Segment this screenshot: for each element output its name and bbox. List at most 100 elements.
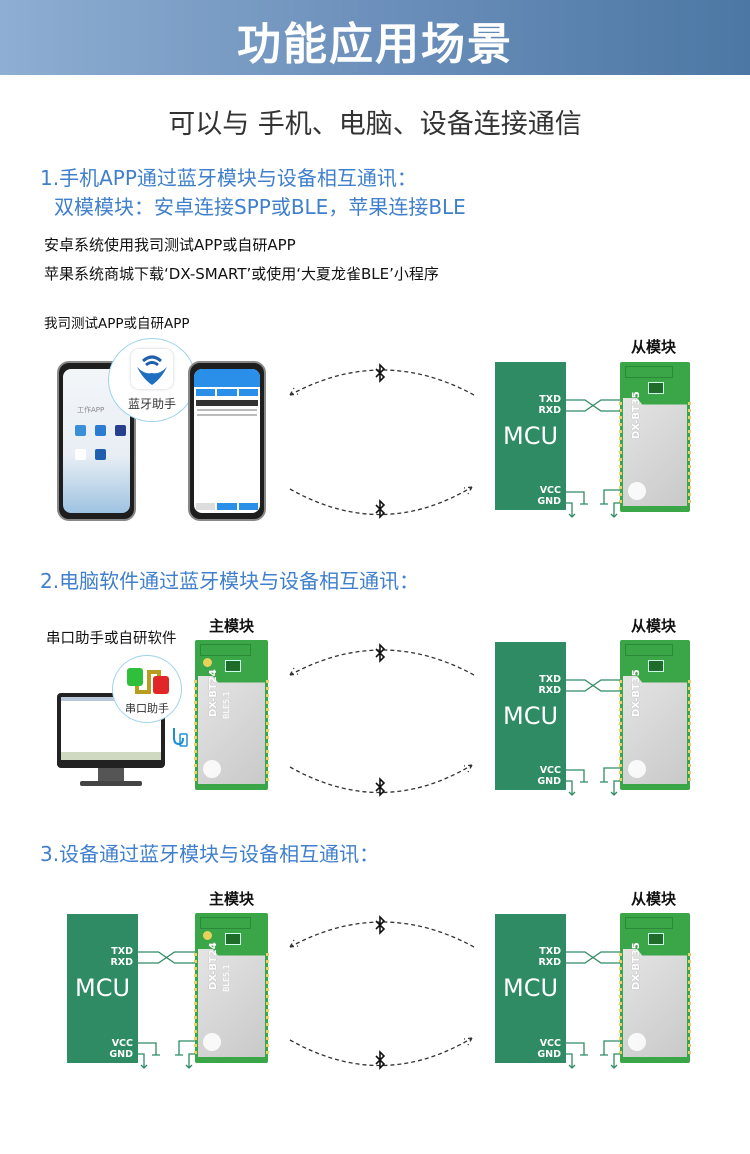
- module-model-label: DX-BT35: [631, 942, 642, 990]
- module-logo-icon: [203, 1033, 221, 1051]
- vcc-wire: [566, 491, 588, 505]
- slave-module: DX-BT35: [619, 913, 691, 1063]
- rxd-pin-label: RXD: [538, 957, 561, 968]
- page-title: 功能应用场景: [237, 19, 513, 70]
- txd-pin-label: TXD: [111, 946, 133, 957]
- mcu-label: MCU: [502, 702, 559, 730]
- bluetooth-icon: [375, 499, 386, 519]
- slave-module-label: 从模块: [631, 338, 677, 356]
- app-bubble-label: 串口助手: [125, 702, 169, 715]
- gnd-pin-label: GND: [537, 1049, 561, 1060]
- bluetooth-link-arc: [289, 649, 475, 676]
- mcu-label: MCU: [74, 974, 131, 1002]
- module-vcc-wire: [600, 1040, 620, 1056]
- pc-base: [80, 781, 142, 786]
- rxd-pin-label: RXD: [538, 685, 561, 696]
- app-bubble-label: 蓝牙助手: [127, 397, 176, 411]
- section2-caption: 串口助手或自研软件: [46, 631, 177, 647]
- rxd-pin-label: RXD: [538, 405, 561, 416]
- txd-pin-label: TXD: [539, 674, 561, 685]
- serial-assistant-logo-icon: [127, 668, 169, 694]
- app-icon: [95, 425, 106, 436]
- mcu-label: MCU: [502, 974, 559, 1002]
- module-logo-icon: [628, 760, 646, 778]
- mcu-label: MCU: [502, 422, 559, 450]
- section2-heading: 2.电脑软件通过蓝牙模块与设备相互通讯：: [40, 569, 420, 593]
- ground-symbol-icon: [566, 1053, 576, 1069]
- gnd-pin-label: GND: [109, 1049, 133, 1060]
- phone-app-screen: [188, 361, 266, 521]
- mcu-block: TXD RXD MCU VCC GND: [495, 642, 566, 790]
- txd-rxd-crossover-wire: [566, 951, 620, 964]
- module-version-label: BLE5.1: [221, 691, 231, 719]
- bluetooth-assistant-logo-icon: [131, 349, 173, 389]
- bluetooth-link-arc: [289, 1037, 473, 1067]
- slave-module-label: 从模块: [631, 890, 677, 908]
- app-bubble: 串口助手: [112, 655, 182, 723]
- slave-module-label: 从模块: [631, 617, 677, 635]
- module-logo-icon: [203, 760, 221, 778]
- slave-module: DX-BT35: [619, 640, 691, 790]
- master-module-label: 主模块: [209, 617, 255, 635]
- section3-heading: 3.设备通过蓝牙模块与设备相互通讯：: [40, 842, 380, 866]
- module-model-label: DX-BT24: [207, 669, 219, 717]
- app-bubble: 蓝牙助手: [108, 338, 196, 422]
- module-model-label: DX-BT35: [631, 669, 642, 717]
- usb-cable-icon: [173, 728, 188, 747]
- section1-heading: 1.手机APP通过蓝牙模块与设备相互通讯：: [40, 166, 417, 190]
- module-model-label: DX-BT35: [631, 391, 642, 439]
- bluetooth-icon: [375, 643, 386, 663]
- module-vcc-wire: [600, 489, 620, 505]
- module-logo-icon: [628, 482, 646, 500]
- module-vcc-wire: [600, 767, 620, 783]
- slave-module: DX-BT35: [619, 362, 691, 512]
- section1-android-note: 安卓系统使用我司测试APP或自研APP: [44, 236, 296, 254]
- ground-symbol-icon: [566, 780, 576, 796]
- gnd-pin-label: GND: [537, 776, 561, 787]
- bluetooth-icon: [375, 777, 386, 797]
- ground-symbol-icon: [610, 1053, 620, 1069]
- bluetooth-link-arc: [289, 921, 475, 948]
- bluetooth-icon: [375, 1050, 386, 1070]
- ground-symbol-icon: [185, 1053, 195, 1069]
- app-icon: [75, 425, 86, 436]
- rxd-pin-label: RXD: [110, 957, 133, 968]
- bluetooth-link-arc: [289, 369, 475, 396]
- bluetooth-icon: [375, 363, 386, 383]
- mcu-block: TXD RXD MCU VCC GND: [495, 914, 566, 1063]
- app-icon: [115, 425, 126, 436]
- vcc-wire: [566, 1042, 588, 1056]
- master-module: DX-BT24 BLE5.1: [194, 913, 269, 1063]
- section1-ios-note: 苹果系统商城下载‘DX-SMART’或使用‘大夏龙雀BLE’小程序: [44, 265, 439, 283]
- txd-rxd-crossover-wire: [566, 399, 620, 412]
- module-version-label: BLE5.1: [221, 964, 231, 992]
- vcc-pin-label: VCC: [539, 765, 561, 776]
- bluetooth-assistant-app-icon[interactable]: [95, 449, 106, 460]
- bluetooth-icon: [375, 915, 386, 935]
- vcc-pin-label: VCC: [539, 1038, 561, 1049]
- vcc-pin-label: VCC: [539, 485, 561, 496]
- txd-pin-label: TXD: [539, 394, 561, 405]
- master-module-label: 主模块: [209, 890, 255, 908]
- mcu-block: TXD RXD MCU VCC GND: [495, 362, 566, 510]
- txd-rxd-crossover-wire: [566, 679, 620, 692]
- master-module: DX-BT24 BLE5.1: [194, 640, 269, 790]
- module-model-label: DX-BT24: [207, 942, 219, 990]
- ground-symbol-icon: [566, 502, 576, 518]
- ground-symbol-icon: [610, 502, 620, 518]
- bluetooth-link-arc: [289, 486, 473, 516]
- txd-rxd-crossover-wire: [138, 951, 195, 964]
- section1-caption: 我司测试APP或自研APP: [44, 316, 190, 332]
- vcc-pin-label: VCC: [111, 1038, 133, 1049]
- ground-symbol-icon: [138, 1053, 148, 1069]
- module-vcc-wire: [175, 1040, 195, 1056]
- app-icon: [75, 449, 86, 460]
- txd-pin-label: TXD: [539, 946, 561, 957]
- vcc-wire: [138, 1042, 160, 1056]
- ground-symbol-icon: [610, 780, 620, 796]
- mcu-block: TXD RXD MCU VCC GND: [67, 914, 138, 1063]
- pc-stand: [98, 768, 124, 782]
- module-logo-icon: [628, 1033, 646, 1051]
- phone-folder-label: 工作APP: [77, 406, 105, 414]
- bluetooth-link-arc: [289, 764, 473, 794]
